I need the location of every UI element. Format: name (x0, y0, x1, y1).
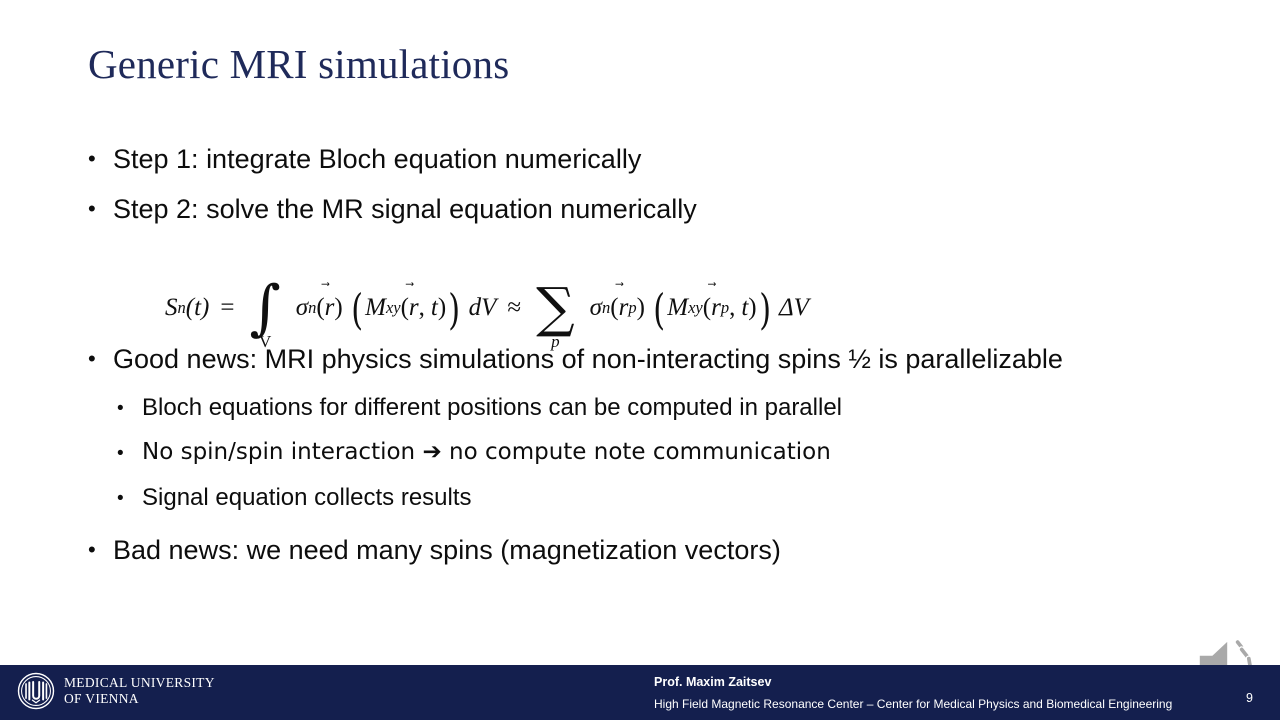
equation-lhs-sub: n (177, 298, 186, 317)
position-vector-p: ⃗r (619, 294, 629, 322)
page-number: 9 (1246, 691, 1253, 705)
integral-limit: V (258, 332, 272, 351)
bullet-item-no-spin-interaction: • No spin/spin interaction ➔ no compute … (117, 440, 1208, 468)
page-title: Generic MRI simulations (88, 41, 510, 87)
bullet-text: Step 1: integrate Bloch equation numeric… (113, 144, 642, 174)
magnetization-symbol: M (365, 294, 386, 321)
university-logo-text: MEDICAL UNIVERSITY OF VIENNA (64, 675, 215, 707)
time-var: t (430, 294, 438, 321)
time-var: t (741, 294, 749, 321)
equation-equals: = (220, 294, 235, 321)
integral-icon: ∫ (249, 273, 281, 343)
position-var: r (618, 294, 629, 321)
bullet-item-bad-news: • Bad news: we need many spins (magnetiz… (88, 535, 1208, 566)
summation-operator: ∑ p (536, 276, 575, 350)
footer-bar: MEDICAL UNIVERSITY OF VIENNA Prof. Maxim… (0, 665, 1280, 720)
sigma-symbol: σ (295, 294, 309, 321)
sigma-sum-icon: ∑ (536, 276, 575, 340)
magnetization-sub: xy (385, 298, 401, 317)
left-paren-icon: ( (351, 285, 363, 335)
right-paren-icon: ) (758, 285, 771, 335)
vector-arrow-icon: ⃗ (409, 281, 420, 299)
bullet-text: Good news: MRI physics simulations of no… (113, 344, 1063, 375)
sigma-symbol: σ (589, 294, 602, 321)
right-paren-icon: ) (448, 285, 461, 335)
presenter-affiliation: High Field Magnetic Resonance Center – C… (654, 697, 1173, 712)
magnetization-sub: xy (688, 298, 703, 317)
equation-lhs-symbol: S (165, 294, 178, 321)
bullet-text: No spin/spin interaction ➔ no compute no… (142, 439, 831, 466)
vector-arrow-icon: ⃗ (325, 281, 336, 299)
bullet-marker-icon: • (117, 398, 124, 420)
position-vector-p: ⃗r (711, 294, 721, 322)
position-var: r (324, 294, 335, 321)
integral-operator: ∫ V (249, 273, 281, 350)
bullet-marker-icon: • (88, 146, 96, 171)
bullet-text: Bad news: we need many spins (magnetizat… (113, 535, 781, 566)
position-sub-p: p (628, 298, 637, 317)
bullet-marker-icon: • (88, 537, 96, 563)
signal-equation: Sn(t) = ∫ V σn(⃗r) ( Mxy(⃗r,t) ) dV ≈ ∑ … (165, 273, 809, 351)
vector-arrow-icon: ⃗ (711, 281, 722, 299)
position-vector: ⃗r (325, 294, 335, 322)
sum-index: p (551, 331, 560, 351)
bullet-marker-icon: • (88, 196, 96, 222)
slide-body: • Step 1: integrate Bloch equation numer… (88, 144, 1208, 586)
position-sub-p: p (720, 298, 730, 317)
presenter-block: Prof. Maxim Zaitsev High Field Magnetic … (654, 674, 1172, 713)
position-var: r (408, 294, 419, 321)
sigma-sub: n (602, 298, 611, 317)
university-logo: MEDICAL UNIVERSITY OF VIENNA (17, 672, 215, 710)
bullet-item-bloch-parallel: • Bloch equations for different position… (117, 395, 1208, 423)
logo-line-2: OF VIENNA (64, 691, 139, 706)
bullet-marker-icon: • (117, 487, 124, 509)
bullet-marker-icon: • (88, 346, 96, 372)
bullet-item-good-news: • Good news: MRI physics simulations of … (88, 345, 1208, 374)
position-vector: ⃗r (409, 294, 419, 322)
medical-university-vienna-logo-icon (17, 672, 55, 710)
bullet-item-step-1: • Step 1: integrate Bloch equation numer… (88, 144, 1208, 174)
bullet-text: Signal equation collects results (142, 483, 472, 511)
delta-volume: ΔV (779, 294, 809, 321)
logo-line-1: MEDICAL UNIVERSITY (64, 675, 215, 691)
presenter-name: Prof. Maxim Zaitsev (654, 675, 772, 689)
equation-lhs-arg: (t) (185, 294, 210, 321)
bullet-text: Step 2: solve the MR signal equation num… (113, 194, 697, 225)
sigma-sub: n (308, 298, 317, 317)
left-paren-icon: ( (653, 285, 665, 335)
bullet-item-step-2: • Step 2: solve the MR signal equation n… (88, 194, 1208, 225)
magnetization-symbol: M (667, 294, 689, 321)
vector-arrow-icon: ⃗ (619, 281, 630, 299)
position-var: r (711, 294, 721, 321)
bullet-marker-icon: • (117, 443, 124, 465)
differential-volume: dV (468, 294, 497, 321)
approx-equals: ≈ (507, 294, 522, 321)
bullet-text: Bloch equations for different positions … (142, 394, 842, 422)
bullet-item-signal-equation: • Signal equation collects results (117, 483, 1208, 513)
